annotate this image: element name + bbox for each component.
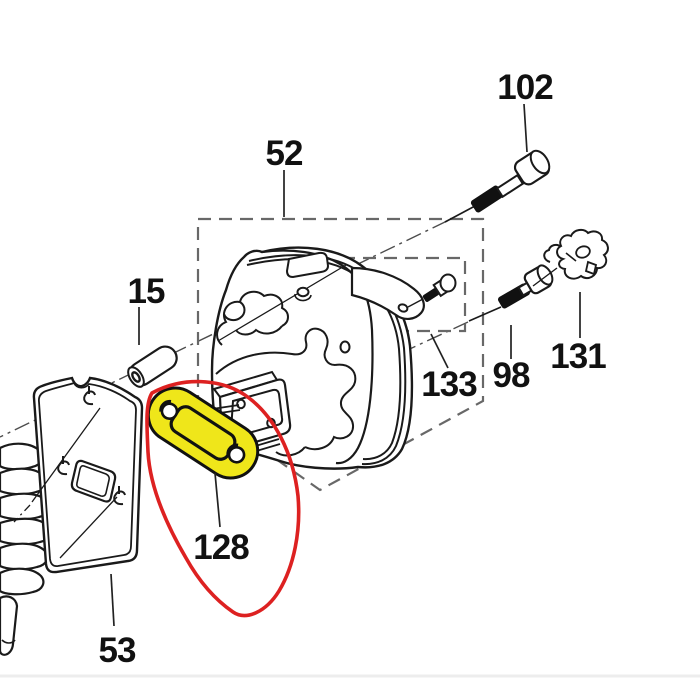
assembly-box-52 [196,217,485,492]
bolt-102 [444,149,551,223]
clip-131 [532,228,609,287]
gasket-53 [13,376,144,574]
label-131: 131 [550,337,606,376]
label-53: 53 [99,631,136,670]
bracket-133 [350,266,425,320]
leader-128 [214,472,221,528]
screw-133 [407,273,457,308]
leader-lines [110,103,581,627]
label-98: 98 [493,356,530,395]
label-52: 52 [266,134,303,173]
label-133: 133 [421,365,477,404]
muffler-boss-hole [296,286,310,298]
leader-53 [110,573,115,627]
part-labels: 102 52 15 133 98 131 128 53 [99,68,608,670]
muffler-body [184,246,414,470]
axis-bolt-98 [385,321,469,361]
highlight-ring-128 [145,379,301,618]
label-128: 128 [193,528,249,567]
pin-15 [127,345,178,388]
label-102: 102 [497,68,553,107]
gasket-53-opening [70,459,117,503]
label-15: 15 [128,272,165,311]
cylinder-stub [0,595,19,656]
leader-133 [430,333,449,369]
leader-102 [523,103,528,153]
gasket-128-highlighted [146,386,260,480]
bolt-98 [468,264,554,322]
muffler-top-cap [285,251,330,279]
